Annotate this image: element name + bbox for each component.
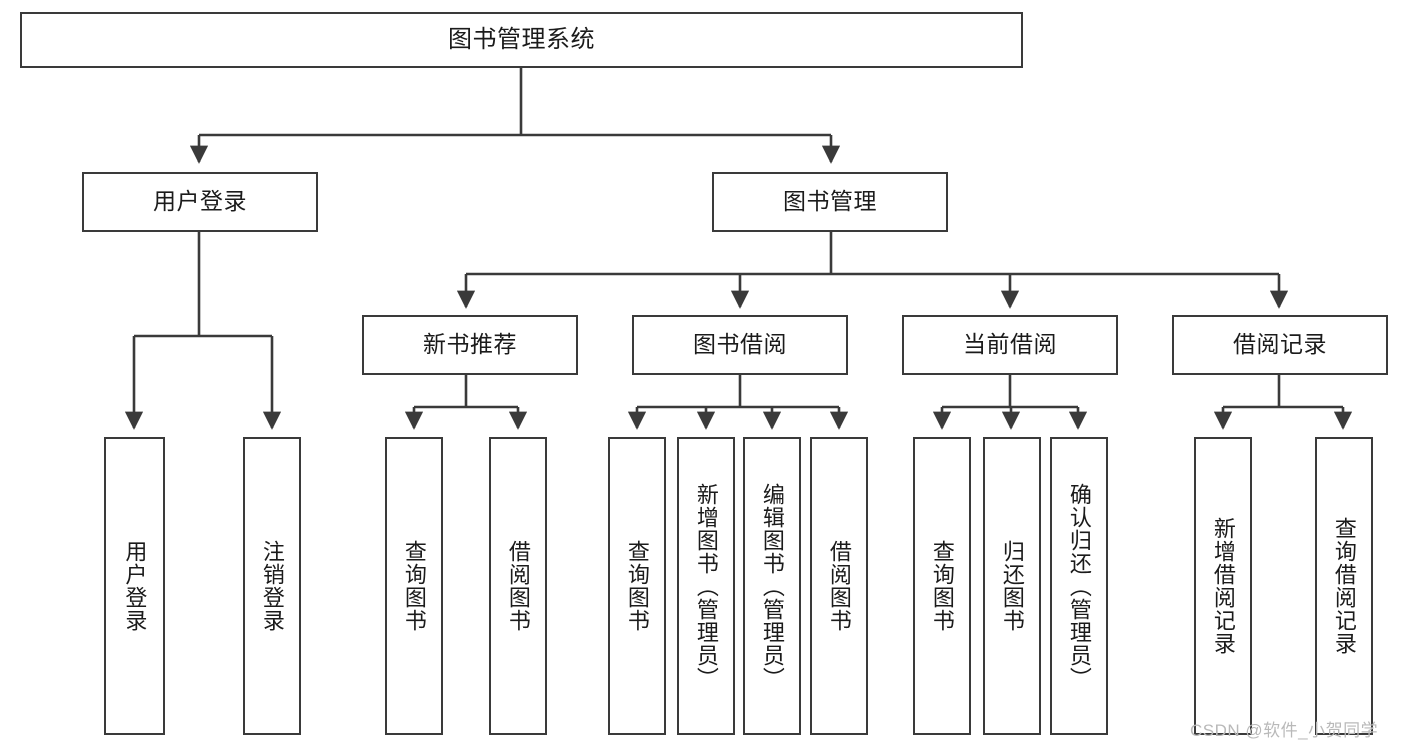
node-label: 图书管理 (783, 188, 877, 215)
node-user-login[interactable]: 用户登录 (82, 172, 318, 232)
node-leaf-query-book-1[interactable]: 查询图书 (385, 437, 443, 735)
node-label: 查询图书 (929, 540, 955, 632)
node-new-book-recommend[interactable]: 新书推荐 (362, 315, 578, 375)
node-label: 查询图书 (624, 540, 650, 632)
node-book-manage[interactable]: 图书管理 (712, 172, 948, 232)
node-leaf-query-book-3[interactable]: 查询图书 (913, 437, 971, 735)
node-leaf-query-book-2[interactable]: 查询图书 (608, 437, 666, 735)
node-label: 图书管理系统 (448, 25, 595, 53)
node-leaf-confirm-return[interactable]: 确认归还（管理员） (1050, 437, 1108, 735)
node-label: 用户登录 (122, 540, 148, 632)
node-label: 编辑图书（管理员） (759, 482, 785, 690)
node-leaf-query-record[interactable]: 查询借阅记录 (1315, 437, 1373, 735)
node-label: 注销登录 (259, 540, 285, 632)
node-leaf-add-record[interactable]: 新增借阅记录 (1194, 437, 1252, 735)
node-label: 新增图书（管理员） (693, 482, 719, 690)
node-label: 借阅记录 (1233, 331, 1327, 358)
node-book-borrow[interactable]: 图书借阅 (632, 315, 848, 375)
node-leaf-logout-login[interactable]: 注销登录 (243, 437, 301, 735)
node-root-system[interactable]: 图书管理系统 (20, 12, 1023, 68)
node-leaf-user-login[interactable]: 用户登录 (104, 437, 165, 735)
node-leaf-add-book[interactable]: 新增图书（管理员） (677, 437, 735, 735)
node-label: 新增借阅记录 (1210, 517, 1236, 655)
node-label: 归还图书 (999, 540, 1025, 632)
node-label: 借阅图书 (505, 540, 531, 632)
node-leaf-borrow-book-1[interactable]: 借阅图书 (489, 437, 547, 735)
node-label: 借阅图书 (826, 540, 852, 632)
node-label: 图书借阅 (693, 331, 787, 358)
csdn-watermark: CSDN @软件_小贺同学 (1190, 721, 1379, 740)
node-label: 用户登录 (153, 188, 247, 215)
node-label: 当前借阅 (963, 331, 1057, 358)
node-label: 确认归还（管理员） (1066, 482, 1092, 690)
node-current-borrow[interactable]: 当前借阅 (902, 315, 1118, 375)
node-leaf-return-book[interactable]: 归还图书 (983, 437, 1041, 735)
node-leaf-edit-book[interactable]: 编辑图书（管理员） (743, 437, 801, 735)
node-label: 新书推荐 (423, 331, 517, 358)
node-borrow-record[interactable]: 借阅记录 (1172, 315, 1388, 375)
node-label: 查询图书 (401, 540, 427, 632)
node-leaf-borrow-book-2[interactable]: 借阅图书 (810, 437, 868, 735)
node-label: 查询借阅记录 (1331, 517, 1357, 655)
